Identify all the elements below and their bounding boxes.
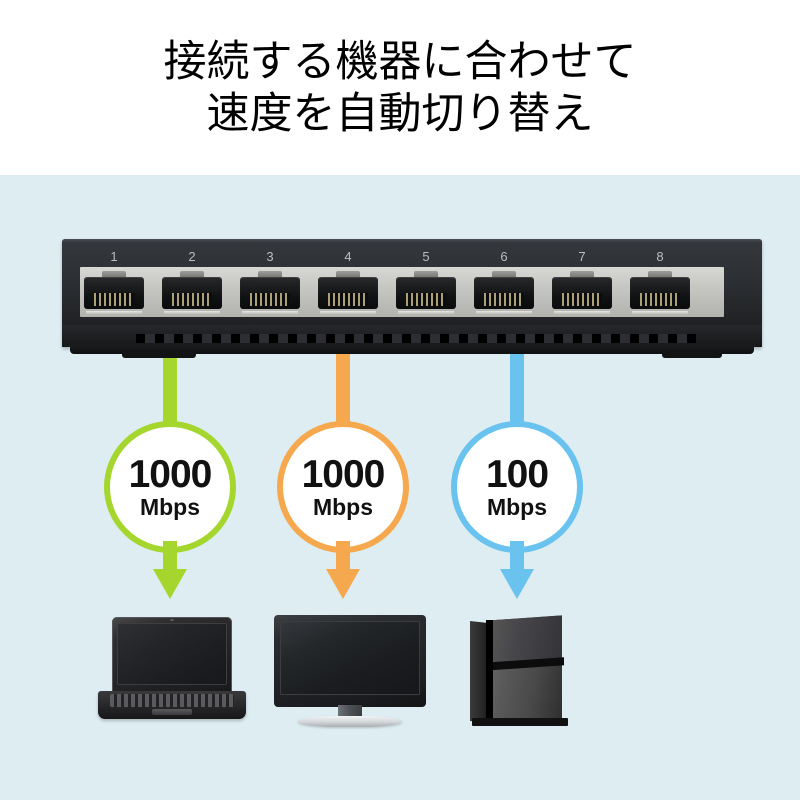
port-label-3: 3 [266, 249, 274, 264]
port-shell [474, 277, 534, 309]
port-latch-tab [180, 271, 204, 279]
monitor-device [274, 615, 426, 727]
port-contact-pins [172, 293, 212, 306]
port-shell [630, 277, 690, 309]
headline-line-1: 接続する機器に合わせて [163, 36, 637, 87]
port-shell [84, 277, 144, 309]
rj45-port-8[interactable] [630, 271, 690, 314]
ventilation-slots [136, 334, 696, 343]
port-shell [240, 277, 300, 309]
arrow-down-blue-icon [500, 541, 534, 599]
arrow-stem [163, 541, 177, 571]
rj45-port-5[interactable] [396, 271, 456, 314]
laptop-keyboard [110, 694, 234, 707]
rj45-port-6[interactable] [474, 271, 534, 314]
port-latch-tab [258, 271, 282, 279]
rj45-port-1[interactable] [84, 271, 144, 314]
port-contact-pins [94, 293, 134, 306]
port-contact-pins [562, 293, 602, 306]
speed-unit-green: Mbps [139, 493, 201, 520]
rj45-port-2[interactable] [162, 271, 222, 314]
speed-bubble-blue: 100 Mbps [451, 421, 583, 553]
speed-bubble-orange: 1000 Mbps [277, 421, 409, 553]
laptop-webcam-icon [170, 619, 174, 621]
illustration-stage: 1 2 3 4 5 6 7 8 1000 Mbps 1000 Mbps 100 Mbps [0, 175, 800, 800]
rj45-port-4[interactable] [318, 271, 378, 314]
laptop-lid [112, 617, 232, 693]
port-lip [554, 311, 610, 314]
port-contact-pins [328, 293, 368, 306]
switch-vent-band [62, 325, 762, 347]
port-latch-tab [648, 271, 672, 279]
monitor-stand-neck [338, 705, 362, 719]
port-lip [86, 311, 142, 314]
arrow-stem [336, 541, 350, 571]
port-lip [242, 311, 298, 314]
port-label-5: 5 [422, 249, 430, 264]
switch-foot-right [662, 351, 722, 358]
port-latch-tab [336, 271, 360, 279]
speed-bubble-green: 1000 Mbps [104, 421, 236, 553]
port-latch-tab [414, 271, 438, 279]
port-plate [80, 267, 724, 317]
laptop-screen [117, 623, 227, 685]
port-lip [320, 311, 376, 314]
network-switch: 1 2 3 4 5 6 7 8 [62, 239, 762, 361]
speed-unit-blue: Mbps [486, 493, 548, 520]
console-front-edge [486, 620, 493, 724]
port-latch-tab [570, 271, 594, 279]
arrow-down-orange-icon [326, 541, 360, 599]
speed-value-blue: 100 [485, 452, 549, 496]
port-latch-tab [492, 271, 516, 279]
arrow-head [326, 569, 360, 599]
game-console-device [464, 612, 574, 728]
port-contact-pins [250, 293, 290, 306]
port-contact-pins [640, 293, 680, 306]
port-label-1: 1 [110, 249, 118, 264]
port-label-6: 6 [500, 249, 508, 264]
headline-line-2: 速度を自動切り替え [206, 88, 594, 139]
port-lip [632, 311, 688, 314]
monitor-stand-base [298, 716, 402, 727]
header-banner: 接続する機器に合わせて 速度を自動切り替え [0, 0, 800, 175]
switch-foot-left [122, 351, 196, 358]
port-contact-pins [406, 293, 446, 306]
switch-chassis: 1 2 3 4 5 6 7 8 [62, 239, 762, 347]
port-contact-pins [484, 293, 524, 306]
console-foot [472, 718, 568, 726]
arrow-head [153, 569, 187, 599]
port-label-7: 7 [578, 249, 586, 264]
laptop-trackpad [152, 709, 192, 715]
port-lip [164, 311, 220, 314]
port-lip [476, 311, 532, 314]
laptop-base [98, 691, 246, 719]
monitor-screen [280, 621, 420, 695]
port-label-8: 8 [656, 249, 664, 264]
rj45-port-7[interactable] [552, 271, 612, 314]
arrow-head [500, 569, 534, 599]
switch-top-edge [62, 239, 762, 243]
port-latch-tab [102, 271, 126, 279]
port-lip [398, 311, 454, 314]
port-label-4: 4 [344, 249, 352, 264]
port-shell [396, 277, 456, 309]
speed-value-orange: 1000 [301, 452, 386, 496]
laptop-device [98, 617, 246, 725]
port-shell [162, 277, 222, 309]
port-shell [318, 277, 378, 309]
port-label-2: 2 [188, 249, 196, 264]
rj45-port-3[interactable] [240, 271, 300, 314]
arrow-down-green-icon [153, 541, 187, 599]
speed-unit-orange: Mbps [312, 493, 374, 520]
monitor-bezel [274, 615, 426, 707]
arrow-stem [510, 541, 524, 571]
speed-value-green: 1000 [128, 452, 213, 496]
port-shell [552, 277, 612, 309]
switch-base-edge [70, 345, 754, 354]
